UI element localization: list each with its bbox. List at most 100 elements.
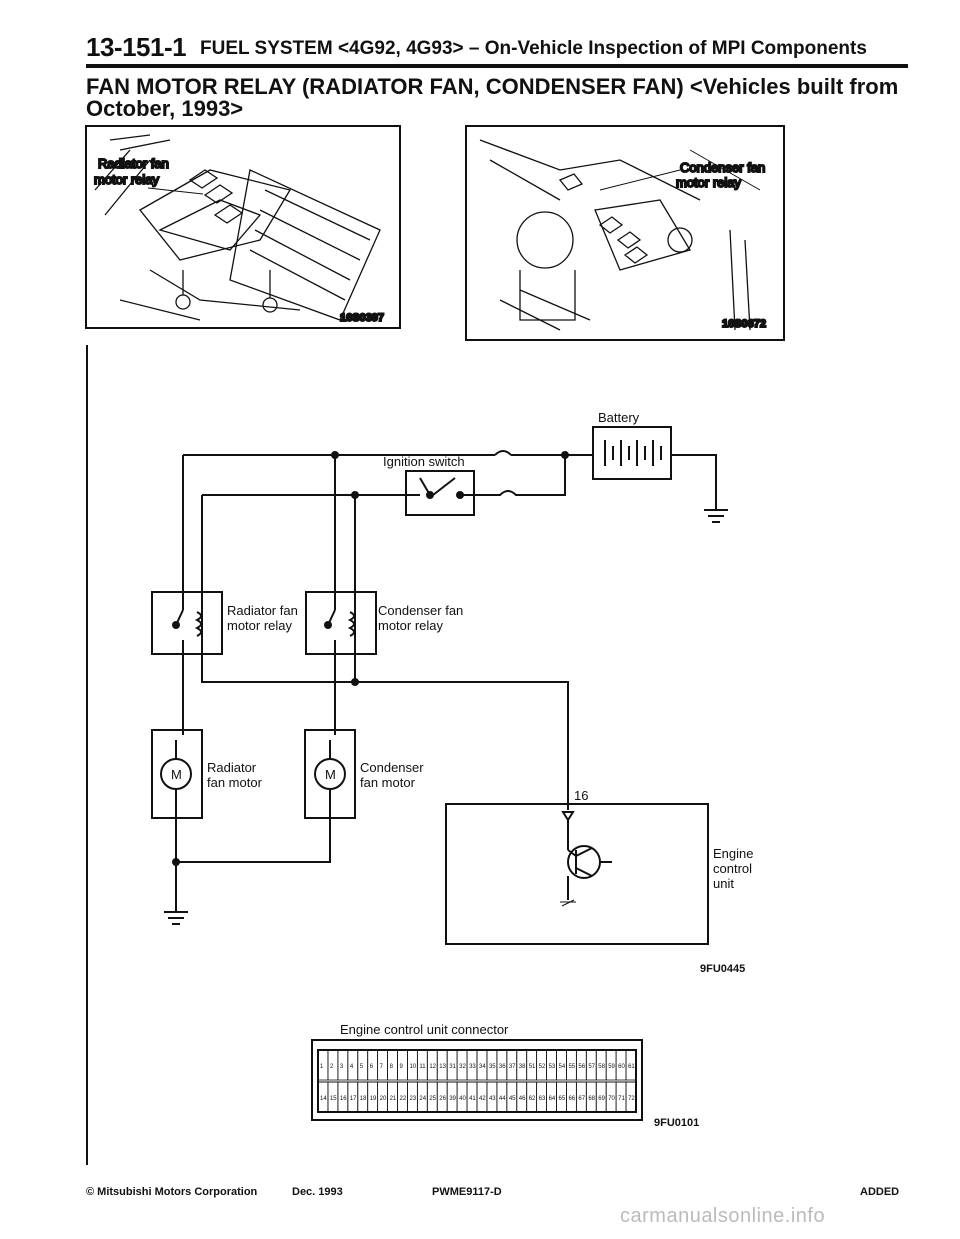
connector-pin-number: 23 bbox=[409, 1096, 416, 1102]
connector-pin-number: 57 bbox=[588, 1064, 595, 1070]
connector-pin-number: 11 bbox=[419, 1064, 426, 1070]
connector-pin-number: 64 bbox=[549, 1096, 556, 1102]
connector-pin-number: 17 bbox=[350, 1096, 357, 1102]
connector-pin-number: 44 bbox=[499, 1096, 506, 1102]
rad-relay-label-2: motor relay bbox=[227, 618, 293, 633]
connector-pin-number: 55 bbox=[568, 1064, 575, 1070]
connector-pin-number: 65 bbox=[559, 1096, 566, 1102]
page-title-line2: October, 1993> bbox=[86, 96, 244, 121]
ecu-label-2: control bbox=[713, 861, 752, 876]
connector-pin-number: 37 bbox=[509, 1064, 516, 1070]
connector-pin-number: 14 bbox=[320, 1096, 327, 1102]
cond-relay-label-1: Condenser fan bbox=[378, 603, 463, 618]
connector-pin-number: 45 bbox=[509, 1096, 516, 1102]
connector-pin-cell bbox=[625, 1081, 637, 1113]
connector-pin-number: 12 bbox=[429, 1064, 436, 1070]
connector-pin-number: 18 bbox=[360, 1096, 367, 1102]
connector-pin-number: 60 bbox=[618, 1064, 625, 1070]
connector-pin-number: 1 bbox=[320, 1064, 324, 1070]
ecu-label-3: unit bbox=[713, 876, 734, 891]
connector-pin-number: 53 bbox=[549, 1064, 556, 1070]
battery-label: Battery bbox=[598, 410, 640, 425]
connector-pin-number: 38 bbox=[519, 1064, 526, 1070]
connector-pin-number: 58 bbox=[598, 1064, 605, 1070]
section-title: FUEL SYSTEM <4G92, 4G93> – On-Vehicle In… bbox=[200, 38, 867, 59]
footer-date: Dec. 1993 bbox=[292, 1186, 343, 1198]
rad-motor-symbol: M bbox=[171, 767, 182, 782]
connector-pin-number: 9 bbox=[400, 1064, 404, 1070]
pin-16-label: 16 bbox=[574, 788, 588, 803]
connector-pin-number: 7 bbox=[380, 1064, 384, 1070]
connector-pin-number: 51 bbox=[529, 1064, 536, 1070]
connector-pin-number: 5 bbox=[360, 1064, 364, 1070]
connector-pin-number: 72 bbox=[628, 1096, 635, 1102]
connector-pin-number: 59 bbox=[608, 1064, 615, 1070]
connector-pin-number: 40 bbox=[459, 1096, 466, 1102]
connector-pin-number: 43 bbox=[489, 1096, 496, 1102]
connector-pin-number: 19 bbox=[370, 1096, 377, 1102]
connector-pin-number: 62 bbox=[529, 1096, 536, 1102]
connector-pin-number: 32 bbox=[459, 1064, 466, 1070]
connector-pin-number: 46 bbox=[519, 1096, 526, 1102]
connector-pin-number: 13 bbox=[439, 1064, 446, 1070]
connector-pin-number: 25 bbox=[429, 1096, 436, 1102]
connector-pin-number: 33 bbox=[469, 1064, 476, 1070]
cond-relay-label-2: motor relay bbox=[378, 618, 444, 633]
wiring-code: 9FU0445 bbox=[700, 963, 745, 975]
connector-code: 9FU0101 bbox=[654, 1117, 699, 1129]
connector-pin-number: 35 bbox=[489, 1064, 496, 1070]
connector-pin-number: 26 bbox=[439, 1096, 446, 1102]
footer-pub-code: PWME9117-D bbox=[432, 1186, 502, 1198]
connector-pin-number: 10 bbox=[409, 1064, 416, 1070]
rad-motor-label-1: Radiator bbox=[207, 760, 257, 775]
footer-status: ADDED bbox=[860, 1186, 900, 1198]
connector-pin-number: 56 bbox=[578, 1064, 585, 1070]
connector-pin-number: 2 bbox=[330, 1064, 334, 1070]
connector-pin-number: 54 bbox=[559, 1064, 566, 1070]
connector-pin-number: 68 bbox=[588, 1096, 595, 1102]
section-number: 13-151-1 bbox=[86, 32, 187, 62]
connector-pin-number: 4 bbox=[350, 1064, 354, 1070]
connector-pin-number: 36 bbox=[499, 1064, 506, 1070]
connector-pin-number: 61 bbox=[628, 1064, 635, 1070]
photo-right-label-1: Condenser fan bbox=[680, 160, 765, 175]
rad-motor-label-2: fan motor bbox=[207, 775, 263, 790]
connector-pin-number: 21 bbox=[390, 1096, 397, 1102]
cond-motor-label-1: Condenser bbox=[360, 760, 424, 775]
watermark: carmanualsonline.info bbox=[620, 1205, 826, 1227]
connector-pin-cell bbox=[625, 1049, 637, 1081]
connector-pin-number: 8 bbox=[390, 1064, 394, 1070]
connector-pin-number: 16 bbox=[340, 1096, 347, 1102]
connector-pin-number: 20 bbox=[380, 1096, 387, 1102]
connector-pin-number: 42 bbox=[479, 1096, 486, 1102]
cond-motor-label-2: fan motor bbox=[360, 775, 416, 790]
wiring-diagram bbox=[151, 426, 728, 945]
connector-pin-number: 15 bbox=[330, 1096, 337, 1102]
connector-pin-number: 31 bbox=[449, 1064, 456, 1070]
photo-left-label-1: Radiator fan bbox=[98, 156, 169, 171]
rad-relay-label-1: Radiator fan bbox=[227, 603, 298, 618]
connector-pin-number: 69 bbox=[598, 1096, 605, 1102]
connector-pin-number: 6 bbox=[370, 1064, 374, 1070]
photo-left-label-2: motor relay bbox=[94, 172, 160, 187]
connector-pin-number: 41 bbox=[469, 1096, 476, 1102]
connector-pin-number: 63 bbox=[539, 1096, 546, 1102]
ignition-switch-label: Ignition switch bbox=[383, 454, 465, 469]
connector-pin-number: 22 bbox=[400, 1096, 407, 1102]
connector-pin-number: 3 bbox=[340, 1064, 344, 1070]
photo-radiator-relay: Radiator fan motor relay 16S0397 bbox=[85, 125, 401, 329]
photo-condenser-relay: Condenser fan motor relay 16S0672 bbox=[465, 125, 785, 341]
connector-pin-number: 24 bbox=[419, 1096, 426, 1102]
cond-motor-symbol: M bbox=[325, 767, 336, 782]
connector-pin-number: 71 bbox=[618, 1096, 625, 1102]
photo-right-code: 16S0672 bbox=[722, 318, 766, 330]
photo-right-label-2: motor relay bbox=[676, 175, 742, 190]
footer-copyright: © Mitsubishi Motors Corporation bbox=[86, 1186, 258, 1198]
connector-pin-number: 67 bbox=[578, 1096, 585, 1102]
connector-pin-number: 66 bbox=[568, 1096, 575, 1102]
connector-pin-number: 34 bbox=[479, 1064, 486, 1070]
connector-pin-number: 52 bbox=[539, 1064, 546, 1070]
ecu-label-1: Engine bbox=[713, 846, 753, 861]
